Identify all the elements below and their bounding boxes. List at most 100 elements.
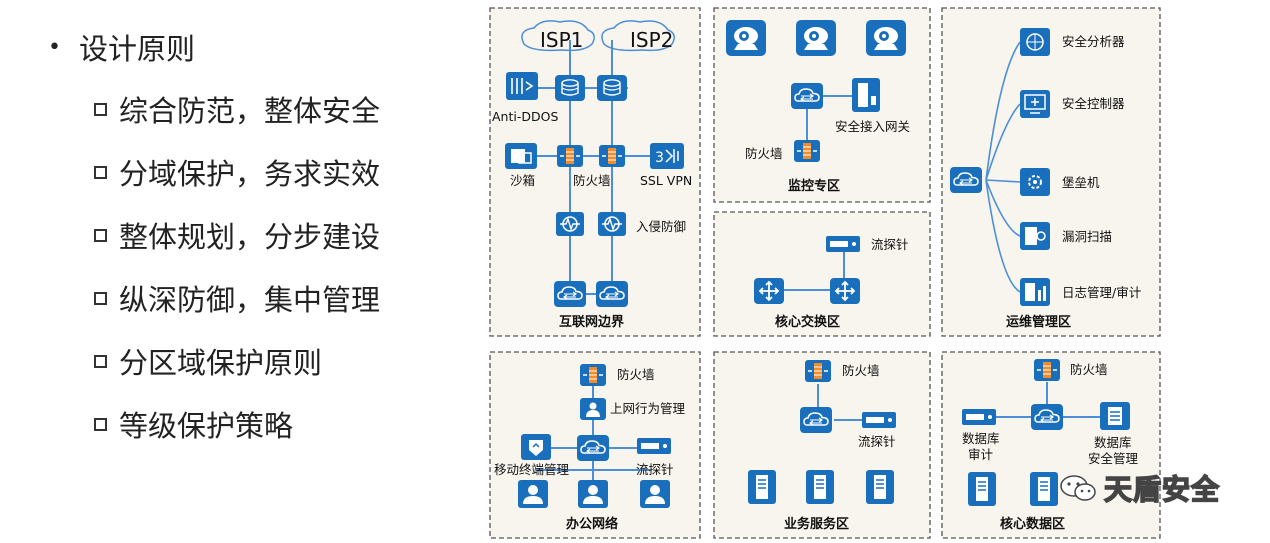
switch-icon: [595, 280, 629, 308]
outline-main: • 设计原则: [48, 26, 195, 68]
db-audit-label: 审计: [968, 447, 993, 462]
switch-icon: [1030, 403, 1064, 431]
user-icon: [578, 480, 608, 508]
behavior-mgmt-icon: [580, 398, 606, 420]
camera-icon: [796, 20, 836, 56]
switch-icon: [790, 82, 824, 110]
square-bullet-icon: [94, 417, 107, 431]
disk-icon: [554, 74, 586, 102]
office-firewall-label: 防火墙: [617, 367, 655, 382]
core-probe-label: 流探针: [871, 237, 909, 252]
switch-icon: [799, 406, 833, 434]
ops-item-label: 堡垒机: [1062, 175, 1100, 190]
anti-ddos-icon: [506, 72, 538, 100]
db-mgmt-label: 安全管理: [1088, 451, 1139, 466]
firewall-icon: [556, 144, 584, 168]
sandbox-icon: [505, 143, 537, 169]
firewall-icon: [804, 359, 832, 383]
bullet-dot-icon: •: [48, 34, 61, 60]
svg-text:3: 3: [655, 150, 664, 166]
outline-sub: 纵深防御，集中管理: [94, 277, 380, 319]
probe-icon: [637, 438, 671, 454]
isp1-cloud-icon: [521, 20, 595, 52]
isp1-label: ISP1: [540, 28, 583, 52]
db-audit-label: 数据库: [962, 431, 1000, 446]
log-audit-icon: [1020, 278, 1050, 306]
ops-item-label: 安全控制器: [1062, 96, 1125, 111]
square-bullet-icon: [94, 291, 107, 305]
zone-monitor-title: 监控专区: [788, 178, 840, 194]
outline-sub-text: 纵深防御，集中管理: [119, 283, 381, 317]
ops-item-label: 漏洞扫描: [1062, 229, 1112, 244]
isp2-cloud-icon: [601, 20, 675, 52]
ips-label: 入侵防御: [636, 219, 686, 234]
outline-sub-text: 分域保护，务求实效: [119, 157, 381, 191]
camera-icon: [726, 20, 766, 56]
ssl-vpn-label: SSL VPN: [640, 173, 692, 188]
sandbox-label: 沙箱: [510, 173, 535, 188]
outline-sub: 整体规划，分步建设: [94, 214, 380, 256]
outline-sub: 等级保护策略: [94, 403, 293, 445]
outline-sub-text: 整体规划，分步建设: [119, 220, 381, 254]
server-icon: [747, 469, 777, 505]
zone-business-frame: [713, 351, 931, 539]
outline-main-text: 设计原则: [78, 32, 195, 66]
zone-core-switch-title: 核心交换区: [775, 314, 840, 330]
server-icon: [805, 469, 835, 505]
server-icon: [967, 471, 997, 507]
user-icon: [518, 480, 548, 508]
zone-data-title: 核心数据区: [1000, 516, 1065, 532]
firewall-icon: [579, 363, 607, 387]
switch-icon: [949, 166, 983, 194]
square-bullet-icon: [94, 354, 107, 368]
db-mgmt-icon: [1100, 402, 1130, 430]
zone-internet-frame: [489, 7, 701, 337]
watermark: 天盾安全: [1058, 468, 1220, 508]
mobile-mgmt-label: 移动终端管理: [494, 462, 570, 477]
ops-item-label: 日志管理/审计: [1062, 285, 1141, 300]
square-bullet-icon: [94, 228, 107, 242]
user-icon: [640, 480, 670, 508]
office-probe-label: 流探针: [636, 462, 674, 477]
ops-item-label: 安全分析器: [1062, 34, 1125, 49]
router-icon: [753, 277, 785, 305]
firewall-icon: [793, 139, 821, 163]
business-probe-label: 流探针: [858, 434, 896, 449]
square-bullet-icon: [94, 102, 107, 116]
router-icon: [829, 277, 861, 305]
watermark-text: 天盾安全: [1103, 472, 1221, 507]
zone-core-switch-frame: [713, 211, 931, 337]
outline-sub-text: 综合防范，整体安全: [119, 94, 381, 128]
ips-icon: [597, 211, 627, 237]
security-analyzer-icon: [1020, 28, 1050, 56]
gateway-label: 安全接入网关: [835, 119, 910, 134]
gateway-icon: [852, 78, 880, 112]
zone-ops-title: 运维管理区: [1006, 314, 1071, 330]
server-icon: [1029, 471, 1059, 507]
probe-icon: [826, 236, 860, 252]
security-controller-icon: [1020, 90, 1050, 118]
outline-sub: 分域保护，务求实效: [94, 151, 380, 193]
ops-links: [985, 41, 1021, 293]
core-links: [784, 252, 845, 291]
disk-icon: [596, 74, 628, 102]
outline-sub-text: 等级保护策略: [119, 409, 294, 443]
db-mgmt-label: 数据库: [1094, 435, 1132, 450]
wechat-icon: [1060, 475, 1096, 501]
camera-icon: [866, 20, 906, 56]
db-audit-icon: [962, 409, 996, 425]
firewall-label: 防火墙: [573, 173, 611, 188]
zone-data-frame: [941, 351, 1161, 539]
switch-icon: [576, 434, 610, 462]
ssl-vpn-icon: 3: [650, 143, 684, 169]
bastion-host-icon: [1020, 168, 1050, 196]
outline-sub-text: 分区域保护原则: [119, 346, 323, 380]
behavior-mgmt-label: 上网行为管理: [610, 401, 686, 416]
anti-ddos-label: Anti-DDOS: [492, 109, 558, 124]
outline-sub: 综合防范，整体安全: [94, 88, 380, 130]
switch-icon: [553, 280, 587, 308]
monitor-firewall-label: 防火墙: [745, 146, 783, 161]
firewall-icon: [598, 144, 626, 168]
zone-business-title: 业务服务区: [784, 516, 849, 532]
